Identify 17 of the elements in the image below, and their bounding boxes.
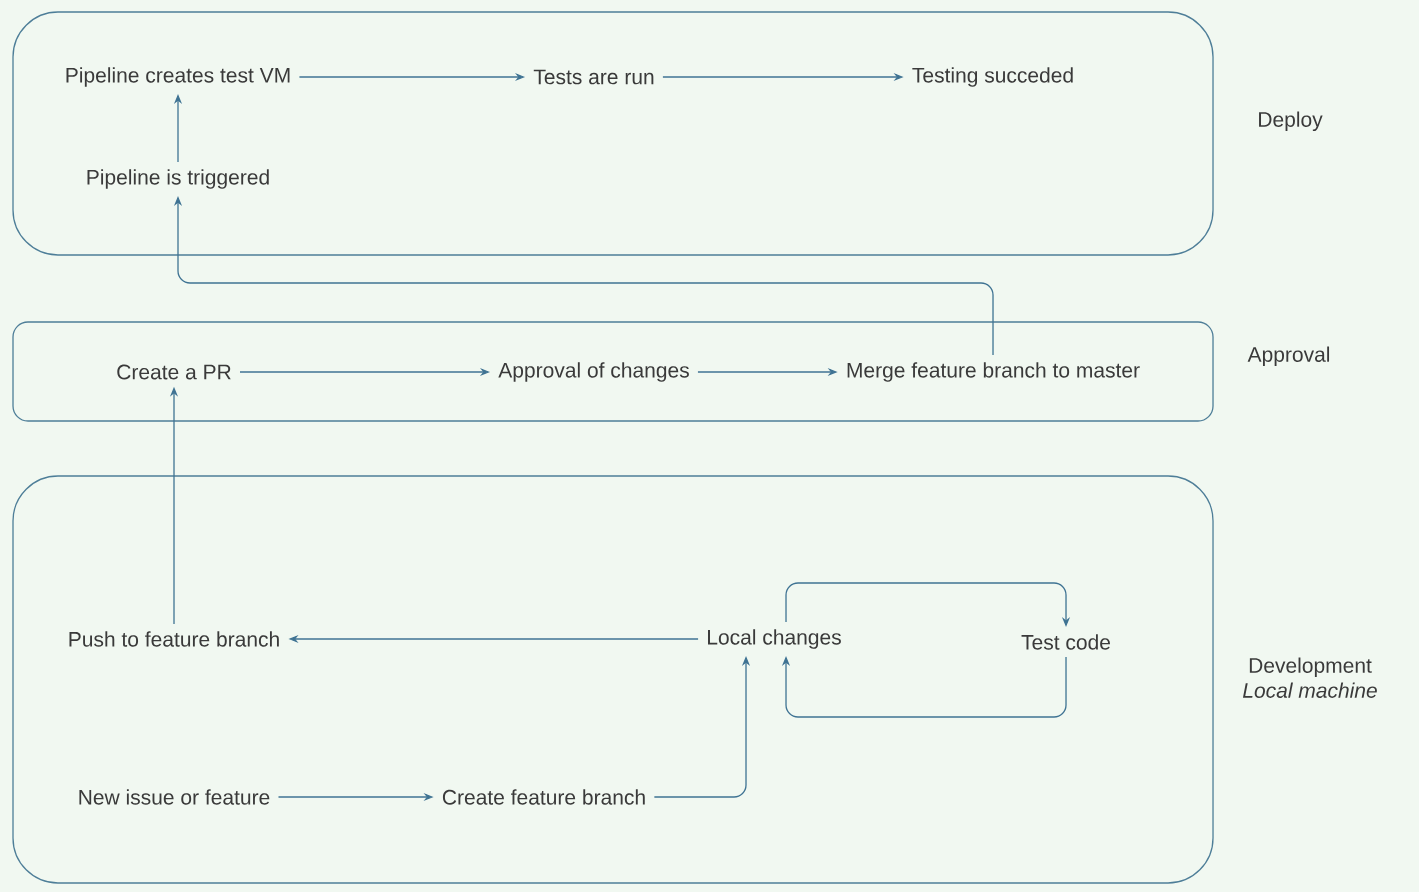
step-label: Approval of changes xyxy=(498,362,689,382)
lane-subheading: Local machine xyxy=(1242,682,1377,698)
step-label: Pipeline creates test VM xyxy=(66,67,290,87)
lane-heading: Deploy xyxy=(1259,111,1323,132)
arrow xyxy=(781,656,1067,718)
step-label: Push to feature branch xyxy=(69,631,279,647)
step-label: New issue or feature xyxy=(79,789,270,805)
lane-heading: Approval xyxy=(1247,346,1330,367)
step-label: Merge feature branch to master xyxy=(847,362,1140,382)
step-label: Pipeline is triggered xyxy=(87,169,269,189)
step-label: Local changes xyxy=(708,629,841,649)
step-label: Create a PR xyxy=(117,364,231,380)
step-label: Testing succeded xyxy=(912,67,1073,87)
step-label: Test code xyxy=(1021,634,1110,650)
step-label: Create feature branch xyxy=(442,789,645,805)
step-label: Tests are run xyxy=(533,69,654,85)
lane-heading: Development xyxy=(1249,657,1372,678)
